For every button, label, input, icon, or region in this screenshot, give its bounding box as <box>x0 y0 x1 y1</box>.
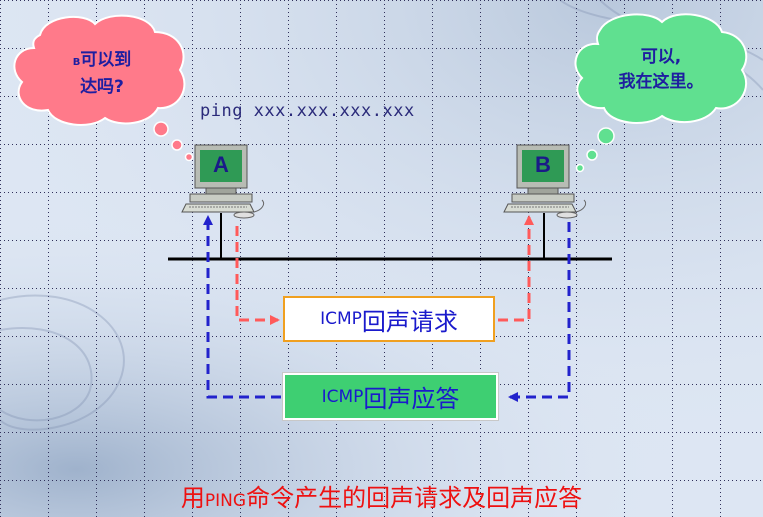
diagram-caption: 用PING命令产生的回声请求及回声应答 <box>0 478 763 513</box>
ping-command-text: ping xxx.xxx.xxx.xxx <box>200 101 415 121</box>
caption-part3: 命令产生的回声请求及回声应答 <box>246 484 583 512</box>
speech-bubble-a <box>13 14 194 162</box>
echo-request-arrow-to-b <box>498 215 534 322</box>
echo-request-arrows <box>235 215 534 325</box>
speech-a-line1: 可以到 <box>80 50 132 70</box>
echo-reply-arrow-to-a <box>203 215 281 399</box>
echo-request-label: 回声请求 <box>361 307 458 336</box>
computer-b-icon <box>503 144 587 219</box>
speech-bubble-b-text: 可以, 我在这里。 <box>598 45 724 95</box>
speech-b-line2: 我在这里。 <box>618 72 704 92</box>
speech-bubble-b <box>574 13 748 173</box>
echo-reply-prefix: ICMP <box>321 386 364 407</box>
speech-a-line2: 达吗? <box>80 77 124 97</box>
speech-bubble-a-text: B可以到 达吗? <box>48 48 156 100</box>
host-a-label: A <box>213 152 229 177</box>
speech-a-prefix: B <box>72 57 81 68</box>
computer-a-icon <box>181 144 265 219</box>
host-b-label: B <box>535 152 551 177</box>
caption-part1: 用 <box>180 484 205 512</box>
echo-reply-arrow-to-box <box>508 222 571 402</box>
echo-request-arrow-to-box <box>235 226 280 325</box>
caption-part2: PING <box>204 491 247 511</box>
echo-request-prefix: ICMP <box>320 309 362 329</box>
echo-reply-label: 回声应答 <box>363 385 460 413</box>
echo-reply-arrows <box>203 215 571 402</box>
speech-b-line1: 可以, <box>640 47 682 67</box>
